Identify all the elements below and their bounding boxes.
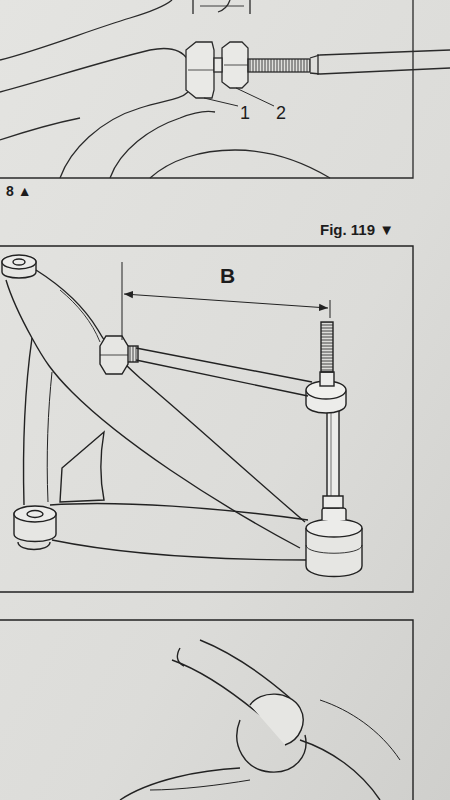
figure-frame bbox=[0, 246, 413, 592]
control-arm-figure bbox=[0, 246, 413, 592]
figure-number: 8 ▲ bbox=[4, 184, 34, 199]
figure-frame bbox=[0, 0, 413, 178]
callout-number: 1 bbox=[238, 104, 252, 124]
next-figure bbox=[0, 620, 413, 800]
dimension-label: B bbox=[218, 264, 237, 287]
figure-frame bbox=[0, 620, 413, 800]
top-figure bbox=[0, 0, 450, 178]
figure-number: Fig. 119 ▼ bbox=[318, 222, 396, 239]
callout-number: 2 bbox=[274, 104, 288, 124]
